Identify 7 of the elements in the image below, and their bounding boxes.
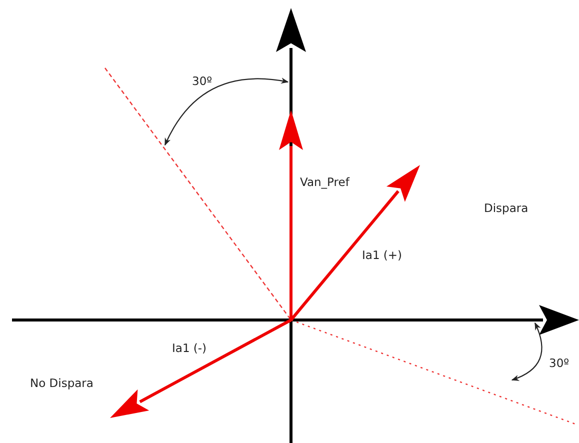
angle-label: 30º	[192, 74, 212, 88]
phasor-label: Van_Pref	[300, 175, 350, 189]
region-label: Dispara	[484, 201, 528, 215]
phasor-label: Ia1 (-)	[172, 341, 207, 355]
angle-label: 30º	[549, 356, 570, 370]
region-label: No Dispara	[30, 376, 94, 390]
phasor-label: Ia1 (+)	[362, 248, 402, 262]
